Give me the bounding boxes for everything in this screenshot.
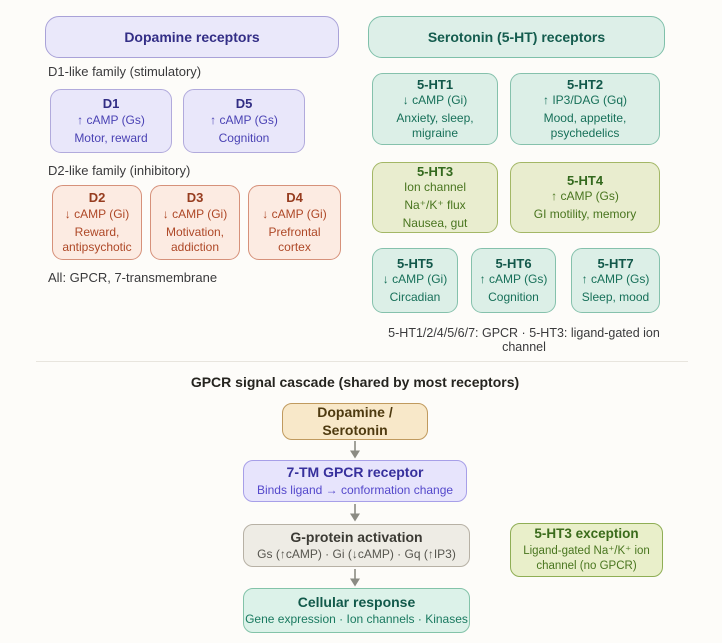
receptor-name: D2 xyxy=(88,190,106,206)
receptor-mechanism: ↓ cAMP (Gi) xyxy=(402,93,468,108)
cascade-step-subtitle: Gene expression · Ion channels · Kinases xyxy=(245,612,468,627)
serotonin-header-label: Serotonin (5-HT) receptors xyxy=(427,29,606,45)
receptor-mechanism: ↓ cAMP (Gi) xyxy=(64,206,130,221)
receptor-mechanism: ↑ cAMP (Gs) xyxy=(551,189,619,204)
receptor-role: GI motility, memory xyxy=(533,207,637,222)
receptor-role: Sleep, mood xyxy=(581,290,650,305)
receptor-box-5ht4: 5-HT4 ↑ cAMP (Gs) GI motility, memory xyxy=(510,162,660,233)
cascade-step-response: Cellular response Gene expression · Ion … xyxy=(243,588,470,633)
receptor-role: Cognition xyxy=(218,130,270,145)
section-divider xyxy=(36,361,688,362)
serotonin-footnote: 5-HT1/2/4/5/6/7: GPCR · 5-HT3: ligand-ga… xyxy=(388,326,660,354)
dopamine-header-label: Dopamine receptors xyxy=(124,29,260,45)
receptor-name: 5-HT4 xyxy=(566,172,604,188)
family-label-d2-like: D2-like family (inhibitory) xyxy=(48,163,191,178)
receptor-mechanism: ↑ IP3/DAG (Gq) xyxy=(542,93,628,108)
receptor-role: Nausea, gut xyxy=(402,216,468,231)
receptor-box-5ht3: 5-HT3 Ion channel Na⁺/K⁺ flux Nausea, gu… xyxy=(372,162,498,233)
cascade-step-receptor: 7-TM GPCR receptor Binds ligand → confor… xyxy=(243,460,467,502)
receptor-name: D5 xyxy=(235,96,253,112)
receptor-role: Motor, reward xyxy=(74,130,148,145)
cascade-step-title: 7-TM GPCR receptor xyxy=(286,464,424,481)
flow-arrow-down-icon xyxy=(350,441,360,459)
receptor-box-d1: D1 ↑ cAMP (Gs) Motor, reward xyxy=(50,89,172,153)
cascade-title: GPCR signal cascade (shared by most rece… xyxy=(190,374,520,390)
receptor-name: D3 xyxy=(186,190,204,206)
receptor-box-5ht6: 5-HT6 ↑ cAMP (Gs) Cognition xyxy=(471,248,556,313)
receptor-name: 5-HT7 xyxy=(597,255,634,271)
cascade-step-ligand: Dopamine / Serotonin xyxy=(282,403,428,440)
cascade-step-subtitle: Gs (↑cAMP) · Gi (↓cAMP) · Gq (↑IP3) xyxy=(257,547,456,562)
cascade-step-gprotein: G-protein activation Gs (↑cAMP) · Gi (↓c… xyxy=(243,524,470,567)
receptor-mechanism: ↓ cAMP (Gi) xyxy=(162,206,228,221)
cascade-step-title: G-protein activation xyxy=(290,528,423,545)
receptor-box-5ht5: 5-HT5 ↓ cAMP (Gi) Circadian xyxy=(372,248,458,313)
cascade-step-subtitle: Binds ligand → conformation change xyxy=(256,482,454,497)
receptor-mechanism: ↑ cAMP (Gs) xyxy=(210,112,278,127)
receptor-role: Motivation, addiction xyxy=(165,224,225,254)
flow-arrow-down-icon xyxy=(350,569,360,587)
cascade-step-title: Dopamine / Serotonin xyxy=(317,404,393,438)
receptor-name: D1 xyxy=(102,96,120,112)
receptor-mechanism: ↑ cAMP (Gs) xyxy=(77,112,145,127)
receptor-role: Circadian xyxy=(389,290,441,305)
receptor-name: 5-HT3 xyxy=(416,163,454,179)
receptor-detail: Na⁺/K⁺ flux xyxy=(404,198,466,213)
receptor-name: 5-HT2 xyxy=(566,76,604,92)
receptor-box-5ht1: 5-HT1 ↓ cAMP (Gi) Anxiety, sleep, migrai… xyxy=(372,73,498,145)
receptor-role: Mood, appetite, psychedelics xyxy=(543,111,627,141)
receptor-box-d3: D3 ↓ cAMP (Gi) Motivation, addiction xyxy=(150,185,240,260)
receptor-mechanism: ↓ cAMP (Gi) xyxy=(262,206,327,221)
receptor-mechanism: Ion channel xyxy=(403,180,467,195)
receptor-mechanism: ↑ cAMP (Gs) xyxy=(479,272,548,287)
flow-arrow-down-icon xyxy=(350,504,360,522)
family-label-d1-like: D1-like family (stimulatory) xyxy=(48,64,202,79)
receptor-name: 5-HT5 xyxy=(396,255,434,271)
receptor-box-d4: D4 ↓ cAMP (Gi) Prefrontal cortex xyxy=(248,185,341,260)
receptor-role: Cognition xyxy=(488,290,539,305)
receptor-mechanism: ↑ cAMP (Gs) xyxy=(581,272,650,287)
dopamine-footnote: All: GPCR, 7-transmembrane xyxy=(48,270,218,285)
receptor-name: 5-HT6 xyxy=(495,255,532,271)
cascade-step-title: Cellular response xyxy=(297,593,416,610)
receptor-box-d2: D2 ↓ cAMP (Gi) Reward, antipsychotic xyxy=(52,185,142,260)
receptor-name: 5-HT1 xyxy=(416,76,454,92)
receptor-box-d5: D5 ↑ cAMP (Gs) Cognition xyxy=(183,89,305,153)
receptor-role: Reward, antipsychotic xyxy=(62,224,132,254)
exception-box-5ht3: 5-HT3 exception Ligand-gated Na⁺/K⁺ ion … xyxy=(510,523,663,577)
receptor-name: D4 xyxy=(286,190,303,206)
receptor-mechanism: ↓ cAMP (Gi) xyxy=(382,272,448,287)
receptor-box-5ht7: 5-HT7 ↑ cAMP (Gs) Sleep, mood xyxy=(571,248,660,313)
receptor-role: Prefrontal cortex xyxy=(268,224,321,254)
exception-subtitle: Ligand-gated Na⁺/K⁺ ion channel (no GPCR… xyxy=(523,545,650,572)
receptor-role: Anxiety, sleep, migraine xyxy=(396,111,474,141)
exception-title: 5-HT3 exception xyxy=(534,526,639,542)
dopamine-header: Dopamine receptors xyxy=(45,16,339,58)
receptor-box-5ht2: 5-HT2 ↑ IP3/DAG (Gq) Mood, appetite, psy… xyxy=(510,73,660,145)
serotonin-header: Serotonin (5-HT) receptors xyxy=(368,16,665,58)
